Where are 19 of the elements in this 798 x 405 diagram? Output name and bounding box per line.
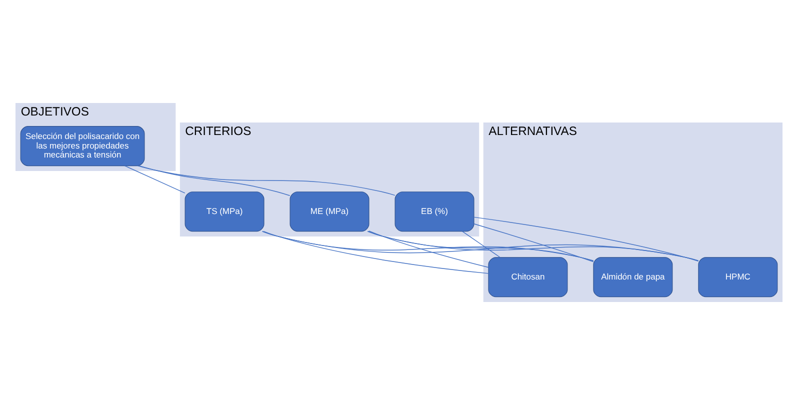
connector [262, 231, 594, 262]
node-box: Chitosan [488, 257, 568, 298]
connector [137, 165, 396, 196]
connector [264, 231, 489, 274]
connector [262, 231, 699, 262]
node-box: ME (MPa) [290, 192, 370, 232]
connector [474, 223, 594, 262]
node-box: Selección del polisacarido con las mejores propiedades mecánicas a tensión [20, 126, 145, 166]
connector [368, 230, 594, 262]
node-box: EB (%) [394, 192, 474, 232]
connector [124, 165, 186, 194]
node-box: TS (MPa) [184, 192, 264, 232]
connector [368, 230, 489, 268]
connector [474, 216, 699, 262]
connector [462, 230, 500, 258]
connector [139, 165, 290, 196]
node-box: Almidón de papa [593, 257, 673, 298]
connector [367, 231, 699, 262]
node-box: HPMC [698, 257, 778, 298]
